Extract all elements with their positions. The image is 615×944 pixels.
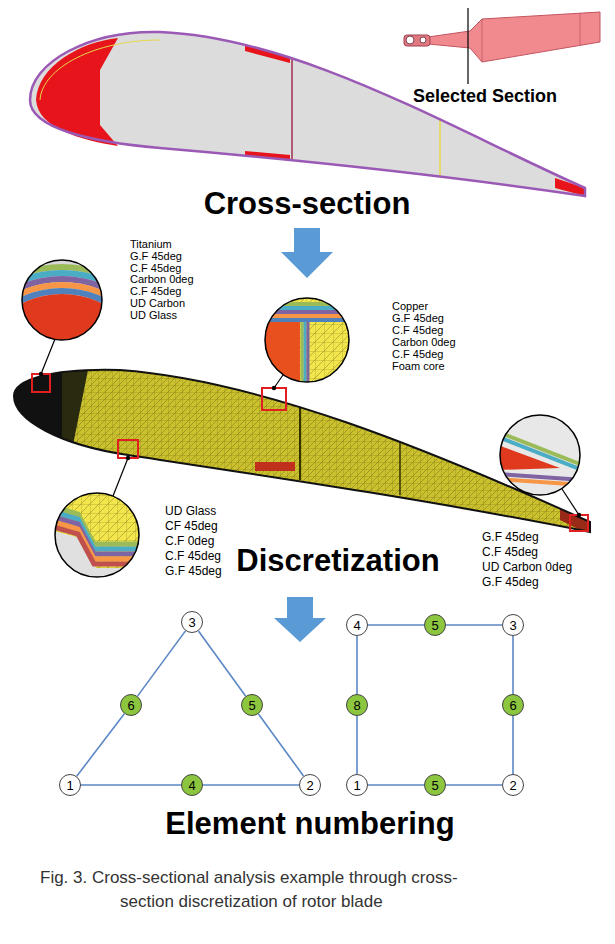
section-heading: Cross-section [204,186,411,222]
node-number: 1 [66,779,73,792]
material-label: C.F 45deg [130,285,181,298]
node-number: 5 [431,619,438,632]
node-number: 2 [509,779,516,792]
element-edge [77,714,125,777]
material-label: UD Carbon 0deg [482,561,572,575]
element-edge [368,624,424,626]
material-label: C.F 45deg [130,262,181,275]
detail-marker [32,339,588,531]
material-label: Copper [392,300,428,313]
section-label: Selected Section [413,86,557,107]
node-number: 4 [188,779,195,792]
corner-node: 1 [346,774,368,796]
node-number: 8 [353,699,360,712]
zoom-circle [260,295,355,392]
material-label: UD Carbon [130,297,185,310]
corner-node: 3 [502,614,524,636]
element-edge [446,624,502,626]
node-number: 6 [127,699,134,712]
midside-node: 6 [120,694,142,716]
material-label: G.F 45deg [482,531,539,545]
element-edge [356,636,358,694]
material-label: G.F 45deg [482,576,539,590]
material-label: C.F 45deg [165,550,221,564]
cross-section-outline [30,32,585,196]
element-edge [203,784,299,786]
node-number: 5 [431,779,438,792]
midside-node: 5 [424,614,446,636]
node-number: 2 [306,779,313,792]
material-label: Carbon 0deg [392,336,456,349]
section-heading: Element numbering [165,806,454,842]
element-edge [81,784,181,786]
zoom-circle [50,490,150,590]
element-edge [368,784,424,786]
material-label: G.F 45deg [392,312,444,325]
material-label: C.F 45deg [482,546,538,560]
node-number: 4 [353,619,360,632]
material-label: C.F 45deg [392,348,443,361]
section-line [467,8,468,84]
material-label: Titanium [130,238,172,251]
material-label: Foam core [392,360,445,373]
node-number: 3 [188,616,195,629]
midside-node: 5 [424,774,446,796]
node-number: 1 [353,779,360,792]
material-label: G.F 45deg [130,250,182,263]
corner-node: 4 [346,614,368,636]
element-edge [198,631,245,696]
midside-node: 8 [346,694,368,716]
element-edge [446,784,502,786]
figure-caption: Fig. 3. Cross-sectional analysis example… [40,866,500,914]
corner-node: 2 [299,774,321,796]
flow-arrow [274,597,326,642]
node-number: 6 [509,699,516,712]
midside-node: 4 [181,774,203,796]
element-edge [138,631,186,696]
blade-planform [404,12,600,62]
material-label: C.F 0deg [165,535,214,549]
element-edge [258,714,303,776]
material-label: CF 45deg [165,520,218,534]
element-edge [512,716,514,774]
material-label: UD Glass [165,505,216,519]
material-label: C.F 45deg [392,324,443,337]
material-label: Carbon 0deg [130,273,194,286]
element-edge [356,716,358,774]
node-number: 5 [248,699,255,712]
corner-node: 2 [502,774,524,796]
element-edge [512,636,514,694]
zoom-circle [498,413,585,498]
corner-node: 1 [59,774,81,796]
material-label: UD Glass [130,309,177,322]
flow-arrow [281,228,333,278]
midside-node: 6 [502,694,524,716]
corner-node: 3 [181,611,203,633]
material-label: G.F 45deg [165,565,222,579]
midside-node: 5 [241,694,263,716]
section-heading: Discretization [236,543,439,579]
node-number: 3 [509,619,516,632]
